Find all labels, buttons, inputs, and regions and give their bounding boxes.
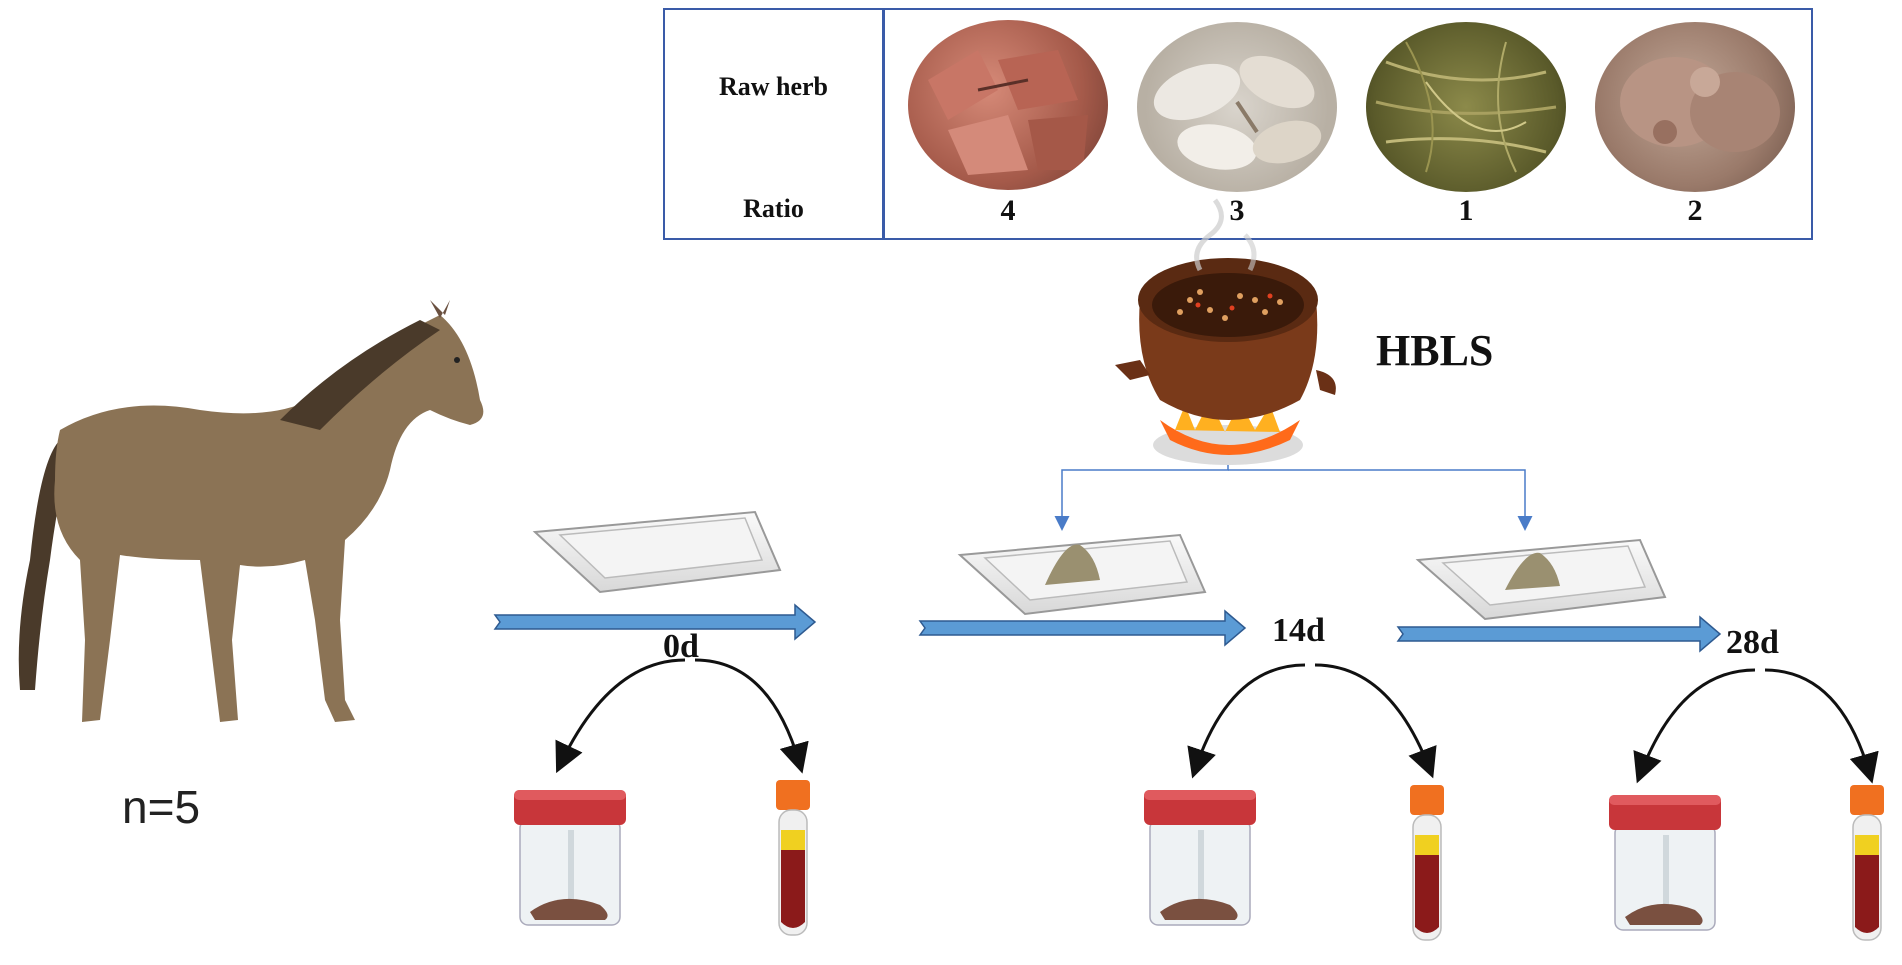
blood-tube-0d-icon — [776, 780, 810, 936]
subject-count-label: n=5 — [122, 781, 201, 833]
reddish-root-slices-icon — [908, 20, 1108, 190]
timeline-arrow-2 — [918, 609, 1247, 647]
sampling-arrows-0d — [555, 658, 809, 774]
raw-herb-row-label: Raw herb — [718, 72, 829, 101]
fecal-sample-container-0d-icon — [514, 790, 626, 926]
ratio-row-label: Ratio — [743, 194, 804, 223]
ratio-value-2: 3 — [1229, 194, 1245, 227]
timeline-arrow-1 — [493, 603, 817, 641]
table-divider — [882, 10, 885, 238]
timepoint-0d-label: 0d — [663, 628, 699, 665]
feed-tray-28d-icon — [1415, 538, 1667, 621]
distribution-lines — [1054, 465, 1533, 531]
horse-icon — [18, 300, 484, 722]
sampling-arrows-14d — [1187, 663, 1437, 779]
timeline-arrow-3 — [1396, 615, 1722, 653]
fecal-sample-container-28d-icon — [1609, 795, 1721, 931]
ratio-value-4: 2 — [1687, 194, 1703, 227]
timepoint-14d-label: 14d — [1272, 612, 1325, 649]
decoction-pot-icon — [1115, 198, 1336, 465]
empty-tray-icon — [532, 510, 782, 594]
white-root-slices-icon — [1137, 22, 1337, 192]
green-dried-herb-icon — [1366, 22, 1566, 192]
blood-tube-14d-icon — [1410, 785, 1444, 941]
fecal-sample-container-14d-icon — [1144, 790, 1256, 926]
herb-ratio-table: Raw herb Ratio — [663, 8, 1813, 240]
feed-tray-14d-icon — [957, 533, 1207, 616]
ratio-value-1: 4 — [1000, 194, 1016, 227]
timepoint-28d-label: 28d — [1726, 624, 1779, 661]
blood-tube-28d-icon — [1850, 785, 1884, 941]
sampling-arrows-28d — [1633, 668, 1879, 784]
decoction-label: HBLS — [1376, 326, 1494, 375]
brown-tuber-icon — [1595, 22, 1795, 192]
ratio-value-3: 1 — [1458, 194, 1474, 227]
